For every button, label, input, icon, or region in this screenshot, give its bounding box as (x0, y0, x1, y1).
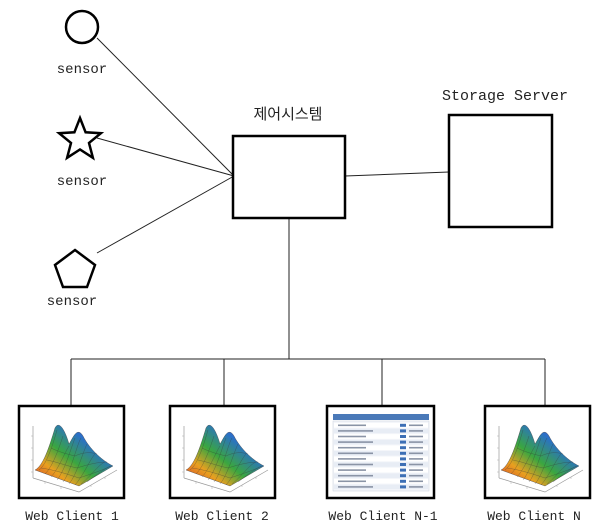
sensor-label: sensor (57, 62, 107, 78)
control-system-node: 제어시스템 (231, 105, 347, 220)
data-table-thumbnail (332, 414, 430, 492)
control-storage-link (344, 171, 450, 177)
connections (70, 37, 546, 406)
sensor-1-link (96, 37, 235, 177)
sensor-circle-node: sensor (57, 9, 107, 78)
sensor-star-node: sensor (55, 114, 107, 190)
sensor-2-link (96, 137, 235, 177)
client-label: Web Client 2 (175, 509, 269, 524)
control-system-label: 제어시스템 (253, 105, 322, 123)
sensor-pentagon-node: sensor (47, 248, 97, 310)
sensor-3-link (96, 175, 235, 254)
sensor-label: sensor (47, 294, 97, 310)
sensor-label: sensor (57, 174, 107, 190)
star-icon (55, 114, 105, 161)
circle-icon (64, 9, 100, 45)
web-client-n-minus-1-node: Web Client N-1 (325, 404, 438, 524)
client-label: Web Client N (487, 509, 581, 524)
client-label: Web Client N-1 (328, 509, 437, 524)
client-label: Web Client 1 (25, 509, 119, 524)
web-client-2-node: Web Client 2 (168, 404, 277, 524)
storage-server-box (447, 113, 554, 229)
web-client-n-node: Web Client N (483, 404, 592, 524)
pentagon-icon (53, 248, 97, 289)
storage-server-node: Storage Server (442, 88, 568, 229)
web-client-1-node: Web Client 1 (17, 404, 126, 524)
control-system-box (231, 134, 347, 220)
storage-server-label: Storage Server (442, 88, 568, 105)
